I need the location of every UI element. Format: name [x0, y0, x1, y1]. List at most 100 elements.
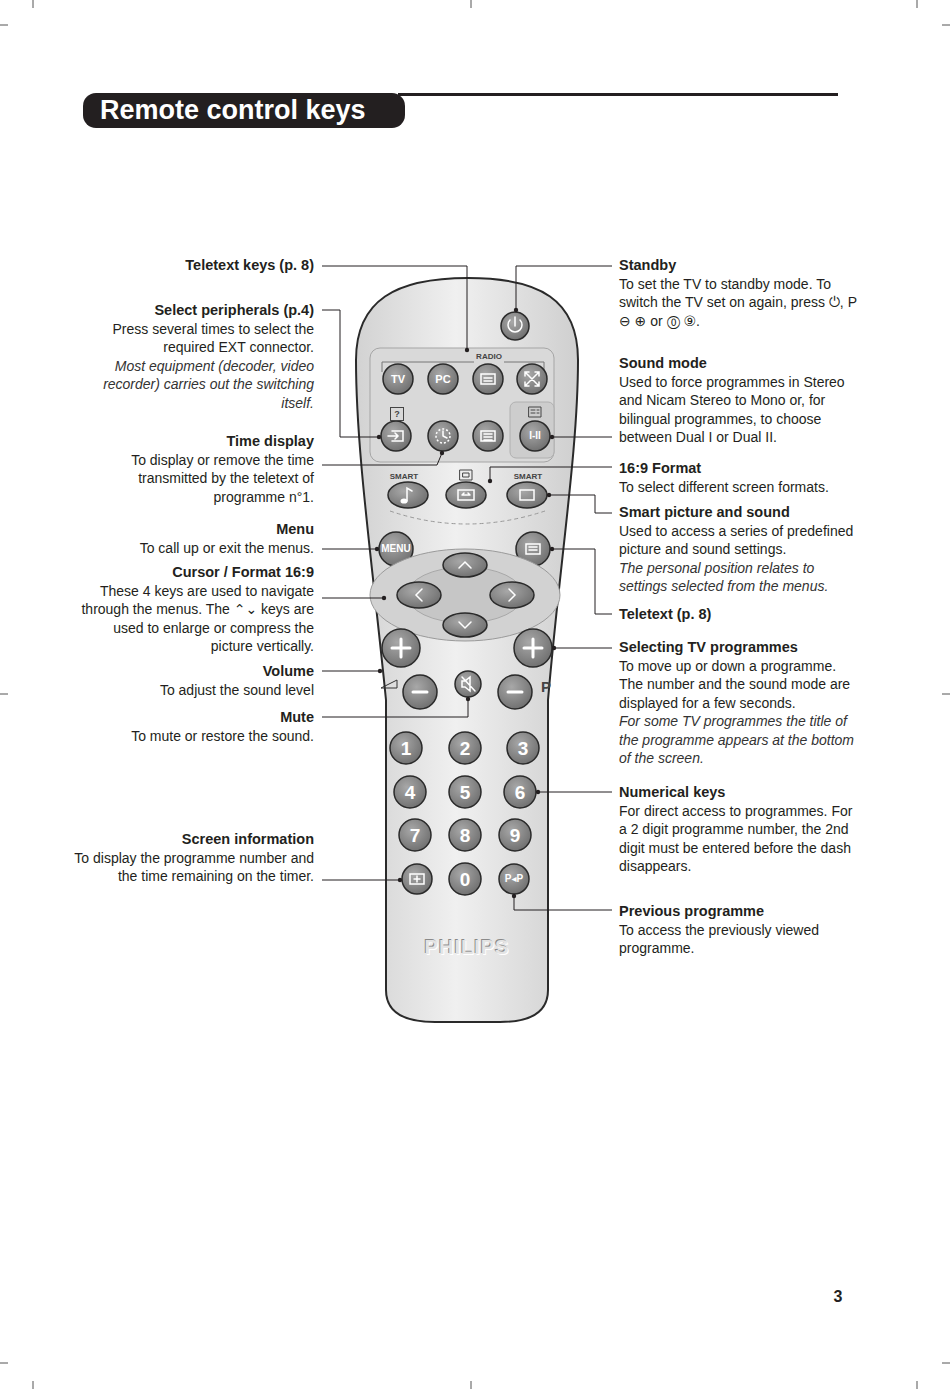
chevron-up [459, 562, 471, 568]
mute-icon [462, 677, 475, 691]
smart-sound-key [388, 482, 428, 508]
callout-text: For direct access to programmes. For a 2… [619, 802, 859, 876]
leader-line [322, 880, 400, 881]
callout-text: Used to force programmes in Stereo and N… [619, 373, 859, 447]
info-icon [410, 874, 424, 884]
leader-dot [466, 697, 470, 701]
callout-text: These 4 keys are used to navigate throug… [74, 582, 314, 656]
leader-line [490, 467, 612, 481]
format-key-marker [460, 470, 472, 480]
leader-dot [536, 790, 540, 794]
leader-dot [488, 479, 492, 483]
callout-heading: Teletext keys (p. 8) [74, 256, 314, 275]
page-number: 3 [834, 1289, 843, 1305]
callout-group: Smart picture and soundUsed to access a … [619, 503, 859, 596]
leader-dot [547, 493, 551, 497]
number-key [504, 776, 536, 808]
programme-down-key [498, 675, 532, 709]
key-label: 0 [460, 870, 471, 889]
key-label: 4 [405, 783, 416, 802]
callout-text: The personal position relates to setting… [619, 559, 859, 596]
leader-line [322, 549, 377, 550]
minus-sign [508, 691, 522, 694]
cursor-up-key [443, 553, 487, 577]
key-label: 3 [518, 739, 529, 758]
power-icon [508, 317, 522, 332]
callout-heading: Numerical keys [619, 783, 859, 802]
crop-mark [942, 694, 950, 695]
callout-text: To set the TV to standby mode. To switch… [619, 275, 859, 331]
crop-mark [471, 1381, 472, 1389]
cursor-left-key [397, 582, 441, 608]
callout-heading: Time display [74, 432, 314, 451]
leader-dot [398, 878, 402, 882]
leader-dot [378, 669, 382, 673]
callout-heading: Volume [74, 662, 314, 681]
leader-lines [322, 266, 612, 910]
minus-sign [413, 691, 427, 694]
key-label: RADIO [476, 353, 502, 361]
number-key [507, 732, 539, 764]
key-label: P◂P [505, 874, 523, 884]
callout-text: Press several times to select the requir… [74, 320, 314, 357]
callout-heading: Previous programme [619, 902, 859, 921]
mute-key [455, 671, 481, 697]
title-rule [398, 93, 838, 96]
callout-text: To call up or exit the menus. [74, 539, 314, 558]
callout-group: MenuTo call up or exit the menus. [74, 520, 314, 557]
volume-up-key [382, 629, 420, 667]
pc-key [428, 364, 458, 394]
format-icon [458, 490, 474, 500]
callout-text: For some TV programmes the title of the … [619, 712, 859, 768]
teletext-icon [481, 431, 495, 441]
peripherals-key [381, 421, 411, 451]
leader-line [516, 266, 612, 310]
callout-text: To select different screen formats. [619, 478, 859, 497]
key-label: ? [394, 410, 400, 419]
callout-text: Used to access a series of predefined pi… [619, 522, 859, 559]
key-label: 9 [510, 826, 521, 845]
callout-heading: Select peripherals (p.4) [74, 301, 314, 320]
smart-picture-key [507, 482, 547, 508]
surround-icon [525, 372, 539, 386]
chevron-left [416, 589, 422, 601]
leader-line [322, 598, 384, 599]
key-label: I-II [529, 431, 541, 441]
callout-group: Screen informationTo display the program… [74, 830, 314, 886]
crop-mark [917, 1381, 918, 1389]
key-label: MENU [381, 544, 410, 554]
number-key [449, 776, 481, 808]
number-key [449, 732, 481, 764]
leader-dot [465, 348, 469, 352]
callout-text: To display or remove the time transmitte… [74, 451, 314, 507]
callout-text: To mute or restore the sound. [74, 727, 314, 746]
callout-heading: Smart picture and sound [619, 503, 859, 522]
crop-mark [33, 1381, 34, 1389]
plus-sign [392, 639, 410, 657]
callout-text: To access the previously viewed programm… [619, 921, 859, 958]
key-label: SMART [514, 473, 542, 481]
format-key [446, 482, 486, 508]
time-key [428, 421, 458, 451]
leader-line [322, 266, 467, 350]
callout-heading: Sound mode [619, 354, 859, 373]
page-title: Remote control keys [100, 97, 366, 124]
leader-dot [552, 646, 556, 650]
leader-line [322, 671, 380, 672]
leader-dot [382, 596, 386, 600]
crop-mark [942, 25, 950, 26]
key-label: P [541, 679, 551, 694]
key-label: TV [391, 374, 405, 385]
top-key-panel [370, 348, 554, 462]
callout-group: Previous programmeTo access the previous… [619, 902, 859, 958]
info-key [402, 864, 432, 894]
sound-key-panel [510, 402, 554, 458]
brand-logo: PHILIPS [425, 937, 510, 957]
callout-text: To move up or down a programme. The numb… [619, 657, 859, 713]
leader-line [552, 549, 612, 614]
key-label: 1 [401, 739, 412, 758]
callout-group: 16:9 FormatTo select different screen fo… [619, 459, 859, 496]
callout-text: Most equipment (decoder, video recorder)… [74, 357, 314, 413]
